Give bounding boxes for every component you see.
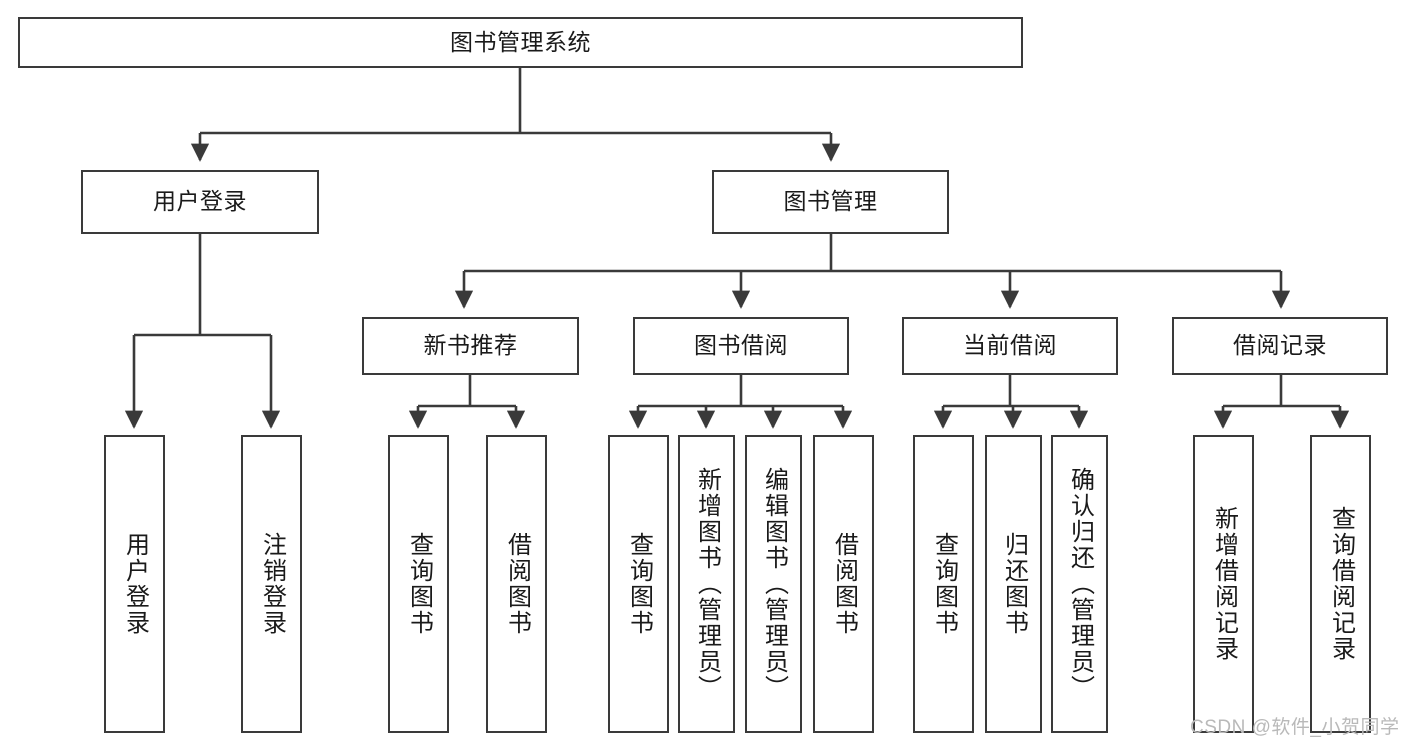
node-leaf-edit-book-admin[interactable]: 编辑图书（管理员） [745, 435, 802, 733]
node-label: 借阅记录 [1233, 332, 1327, 359]
node-label: 查询图书 [625, 532, 653, 636]
node-current-borrowing[interactable]: 当前借阅 [902, 317, 1118, 375]
node-label: 图书借阅 [694, 332, 788, 359]
node-label: 查询图书 [405, 532, 433, 636]
node-label: 确认归还（管理员） [1066, 467, 1094, 701]
node-label: 注销登录 [258, 532, 286, 636]
node-borrowing-records[interactable]: 借阅记录 [1172, 317, 1388, 375]
node-label: 用户登录 [121, 532, 149, 636]
node-label: 图书管理 [783, 188, 878, 215]
node-new-book-recommendation[interactable]: 新书推荐 [362, 317, 579, 375]
node-label: 图书管理系统 [450, 28, 591, 55]
node-label: 新书推荐 [423, 332, 518, 359]
node-leaf-confirm-return-admin[interactable]: 确认归还（管理员） [1051, 435, 1108, 733]
node-leaf-borrow-books-recommendation[interactable]: 借阅图书 [486, 435, 547, 733]
node-label: 归还图书 [1000, 532, 1028, 636]
node-label: 查询图书 [930, 532, 958, 636]
node-leaf-return-books[interactable]: 归还图书 [985, 435, 1042, 733]
node-label: 新增借阅记录 [1210, 506, 1238, 662]
node-book-borrowing[interactable]: 图书借阅 [633, 317, 849, 375]
node-leaf-borrow-books-borrowing[interactable]: 借阅图书 [813, 435, 874, 733]
node-label: 借阅图书 [503, 532, 531, 636]
node-leaf-query-books-borrowing[interactable]: 查询图书 [608, 435, 669, 733]
node-user-login[interactable]: 用户登录 [81, 170, 319, 234]
node-label: 借阅图书 [830, 532, 858, 636]
node-label: 新增图书（管理员） [693, 467, 721, 701]
node-leaf-query-borrowing-record[interactable]: 查询借阅记录 [1310, 435, 1371, 733]
node-label: 编辑图书（管理员） [760, 467, 788, 701]
node-leaf-user-login[interactable]: 用户登录 [104, 435, 165, 733]
node-label: 查询借阅记录 [1327, 506, 1355, 662]
node-label: 当前借阅 [963, 332, 1057, 359]
node-leaf-query-books-recommendation[interactable]: 查询图书 [388, 435, 449, 733]
node-root-book-management-system[interactable]: 图书管理系统 [18, 17, 1023, 68]
csdn-watermark: CSDN @软件_小贺同学 [1190, 717, 1400, 738]
node-book-management[interactable]: 图书管理 [712, 170, 949, 234]
node-leaf-add-borrowing-record[interactable]: 新增借阅记录 [1193, 435, 1254, 733]
node-leaf-add-book-admin[interactable]: 新增图书（管理员） [678, 435, 735, 733]
node-leaf-query-books-current[interactable]: 查询图书 [913, 435, 974, 733]
node-leaf-logout[interactable]: 注销登录 [241, 435, 302, 733]
node-label: 用户登录 [153, 188, 247, 215]
